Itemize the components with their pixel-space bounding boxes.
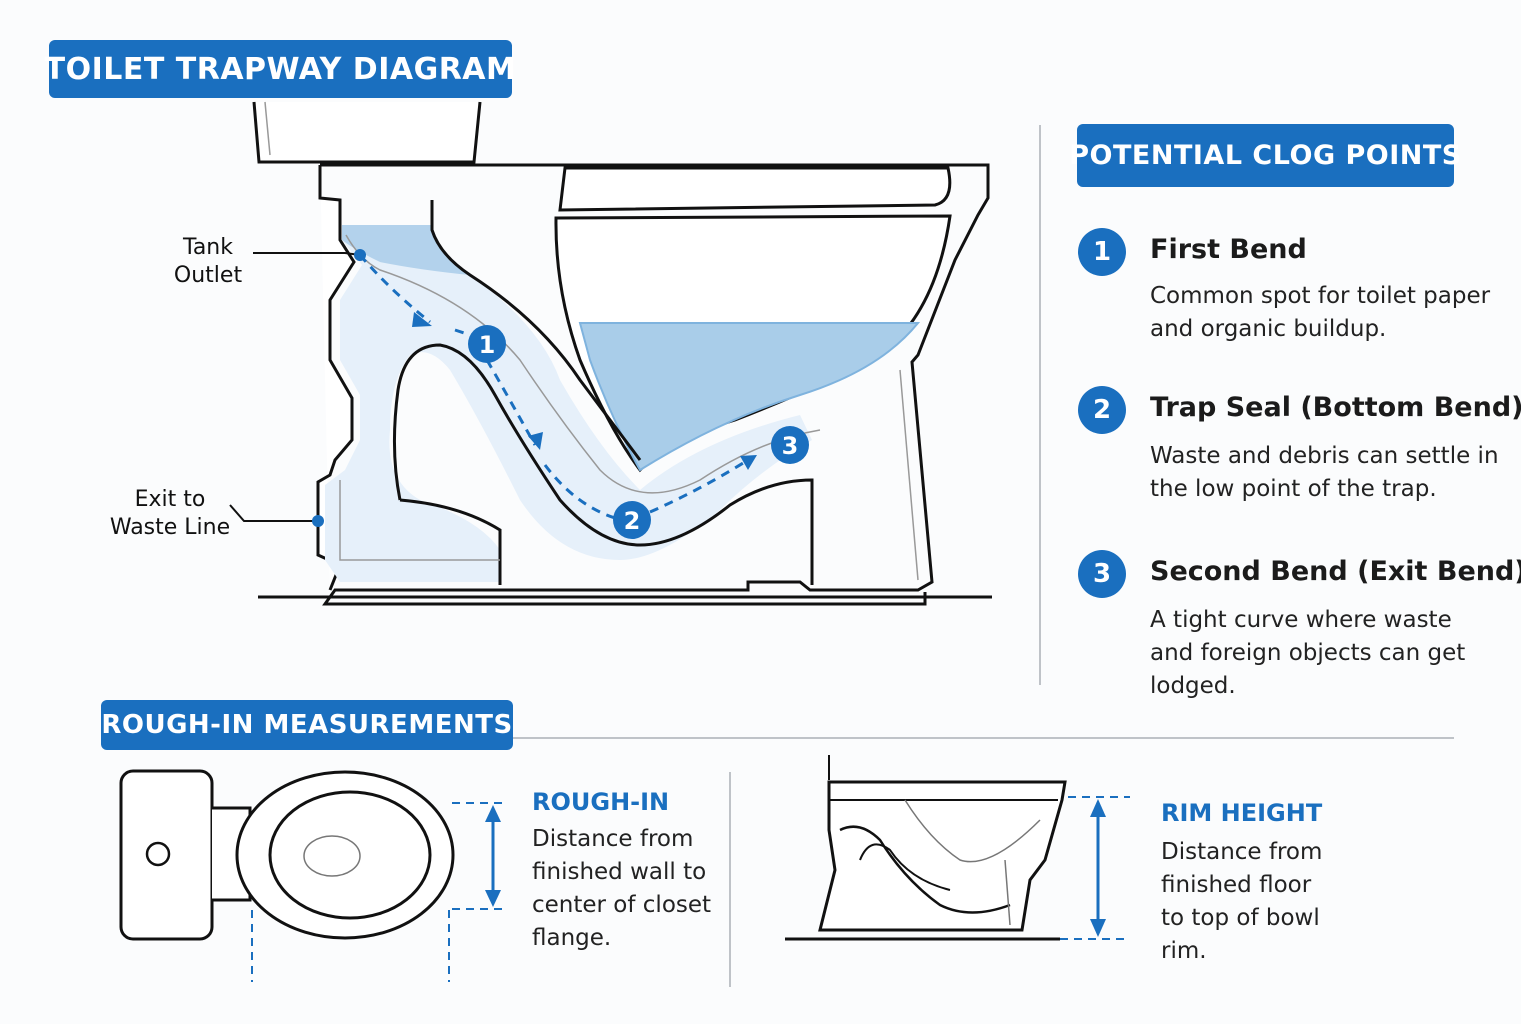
bowl-water [578,322,921,472]
clog-description: Waste and debris can settle in the low p… [1150,443,1499,502]
clog-number-badge: 1 [1078,228,1126,276]
marker-1: 1 [468,325,506,363]
svg-text:1: 1 [479,331,496,359]
clog-number-badge: 3 [1078,550,1126,598]
rough-in-title: ROUGH-IN [532,788,670,816]
tank-outlet-label: Tank Outlet [173,235,243,288]
clog-title: Trap Seal (Bottom Bend) [1150,392,1521,423]
flow-path-c [543,464,616,520]
rim-height-description: Distance from finished floor to top of b… [1161,839,1323,964]
tank-bottom [252,101,482,164]
arrow-head-a [412,312,432,327]
trap-inner-loop [392,343,814,585]
vertical-divider-main [1039,125,1041,685]
exit-waste-label: Exit to Waste Line [109,487,231,540]
exit-waste-leader [229,504,318,522]
rim-height-title: RIM HEIGHT [1161,799,1323,827]
top-view-toilet [119,769,508,982]
side-view-toilet [785,755,1130,941]
rough-in-heading: ROUGH-IN MEASUREMENTS [101,700,513,750]
rough-in-description: Distance from finished wall to center of… [532,826,712,951]
svg-text:3: 3 [782,432,799,460]
exit-waste-dot [312,515,324,527]
flow-path-a [358,254,431,324]
trap-water [342,225,470,275]
svg-text:2: 2 [624,507,641,535]
marker-3: 3 [771,426,809,464]
bowl-rim [558,166,952,212]
marker-2: 2 [613,501,651,539]
clog-description: Common spot for toilet paper and organic… [1150,283,1491,342]
flow-path-d [649,458,749,514]
horizontal-divider [513,737,1454,739]
clog-description: A tight curve where waste and foreign ob… [1150,607,1466,699]
trap-inner-upper [430,200,642,461]
arrow-head-b [528,432,543,450]
clog-title: Second Bend (Exit Bend) [1150,556,1521,587]
clog-title: First Bend [1150,234,1307,265]
tank-outlet-dot [354,249,366,261]
toilet-body-outline [320,163,990,606]
clog-points-heading: POTENTIAL CLOG POINTS [1069,124,1461,187]
trapway-fill [325,225,812,582]
vertical-divider-measure [729,772,731,987]
clog-number-badge: 2 [1078,386,1126,434]
page-title: TOILET TRAPWAY DIAGRAM [45,40,516,98]
arrow-head-d [740,455,757,470]
